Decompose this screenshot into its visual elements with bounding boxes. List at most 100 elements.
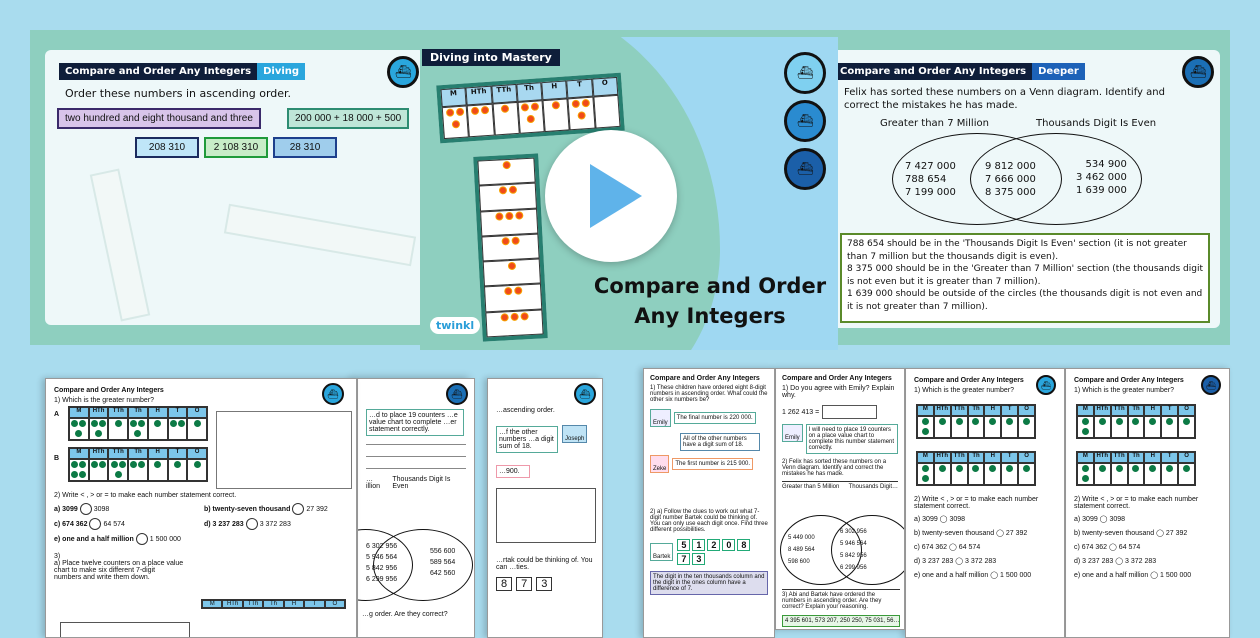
submarine-icon: ⛴ <box>1182 56 1214 88</box>
worksheet-title: Compare and Order Any Integers <box>782 375 892 382</box>
equation: 1 262 413 = <box>782 408 820 416</box>
worksheet-title: Compare and Order Any Integers <box>1074 377 1184 384</box>
submarine-mid-icon: ⛴ <box>784 100 826 142</box>
submarine-icon: ⛴ <box>574 383 596 405</box>
question-2: 2) Write < , > or = to make each number … <box>914 496 1039 510</box>
submarine-shallow-icon: ⛴ <box>784 52 826 94</box>
ordered-numbers-box: 4 395 601, 573 207, 250 250, 75 031, 56… <box>782 615 900 627</box>
character-joseph: Joseph <box>562 425 588 443</box>
prompt: Felix has sorted these numbers on a Venn… <box>844 87 1165 111</box>
venn-label: Greater than 5 Million <box>782 484 840 490</box>
twinkl-logo: twinkl <box>430 317 481 334</box>
level-badge: Deeper <box>1032 63 1085 80</box>
label-a: A <box>54 411 60 418</box>
worksheet-4[interactable]: Compare and Order Any Integers 1) These … <box>643 368 775 638</box>
submarine-icon: ⛴ <box>387 56 419 88</box>
question-text: …rtak could be thinking of. You can …tie… <box>496 557 593 571</box>
question-text: …ascending order. <box>496 407 555 414</box>
answer-box[interactable] <box>216 411 352 489</box>
set-a-label: Greater than 7 Million <box>880 118 989 129</box>
speech-bubble: …d to place 19 counters …e value chart t… <box>366 409 464 436</box>
venn-circle <box>373 529 473 601</box>
play-button[interactable] <box>545 130 677 262</box>
answer-box[interactable] <box>60 622 190 637</box>
question-2: 2) a) Follow the clues to work out what … <box>650 509 768 533</box>
worksheet-title: Compare and Order Any Integers <box>914 377 1024 384</box>
place-value-chart-vertical <box>473 153 548 342</box>
character-zeke: Zeke <box>650 455 670 473</box>
question-1: 1) Which is the greater number? <box>1074 387 1174 394</box>
worksheet-title: Compare and Order Any Integers <box>650 375 760 382</box>
submarine-deep-icon: ⛴ <box>784 148 826 190</box>
play-icon <box>590 164 642 228</box>
character-emily: Emily <box>782 424 803 442</box>
worksheet-5[interactable]: Compare and Order Any Integers 1) Do you… <box>775 368 905 630</box>
slide-tag: Diving into Mastery <box>422 49 560 66</box>
speech-bubble: …f the other numbers …a digit sum of 18. <box>496 426 558 453</box>
worksheet-7[interactable]: ⛴ Compare and Order Any Integers 1) Whic… <box>1065 368 1230 638</box>
speech-bubble: I will need to place 19 counters on a pl… <box>805 424 898 454</box>
answer-box[interactable] <box>822 405 878 419</box>
question-3: 3) Abi and Bartek have ordered the numbe… <box>782 589 900 610</box>
clue-box: The digit in the ten thousands column an… <box>650 571 768 595</box>
question-1: 1) These children have ordered eight 8-d… <box>650 385 768 403</box>
venn-label: Thousands Digit… <box>848 484 898 490</box>
question-2: 2) Felix has sorted these numbers on a V… <box>782 459 887 477</box>
slide-title: Compare and Order Any Integers <box>59 63 258 80</box>
worksheet-title: Compare and Order Any Integers <box>54 387 164 394</box>
question-1: 1) Do you agree with Emily? Explain why. <box>782 385 895 399</box>
question-1: 1) Which is the greater number? <box>54 397 154 404</box>
worksheet-6[interactable]: ⛴ Compare and Order Any Integers 1) Whic… <box>905 368 1065 638</box>
question-text: …g order. Are they correct? <box>362 611 448 618</box>
answer-box: 788 654 should be in the 'Thousands Digi… <box>840 233 1210 323</box>
card: 208 310 <box>135 137 199 158</box>
card: 28 310 <box>273 137 337 158</box>
question-3a: a) Place twelve counters on a place valu… <box>54 560 184 581</box>
submarine-icon: ⛴ <box>1201 375 1221 395</box>
set-b-label: Thousands Digit Is Even <box>1036 118 1157 129</box>
background-place-value-chart <box>89 168 151 322</box>
slide-title: Compare and Order Any Integers <box>834 63 1033 80</box>
character-emily: Emily <box>650 409 671 427</box>
question-2: 2) Write < , > or = to make each number … <box>1074 496 1199 510</box>
card: 2 108 310 <box>204 137 268 158</box>
answer-box[interactable] <box>496 488 596 543</box>
question-3: 3) <box>54 553 61 560</box>
submarine-icon: ⛴ <box>1036 375 1056 395</box>
level-badge: Diving <box>257 63 306 80</box>
question-1: 1) Which is the greater number? <box>914 387 1014 394</box>
card: 200 000 + 18 000 + 500 <box>287 108 410 129</box>
worksheet-3[interactable]: ⛴ …ascending order. …f the other numbers… <box>487 378 603 638</box>
submarine-icon: ⛴ <box>446 383 468 405</box>
speech-bubble: The final number is 220 000. <box>673 412 756 424</box>
worksheet-1[interactable]: ⛴ Compare and Order Any Integers 1) Whic… <box>45 378 357 638</box>
worksheet-2[interactable]: ⛴ …d to place 19 counters …e value chart… <box>357 378 475 638</box>
speech-bubble: All of the other numbers have a digit su… <box>680 433 760 451</box>
